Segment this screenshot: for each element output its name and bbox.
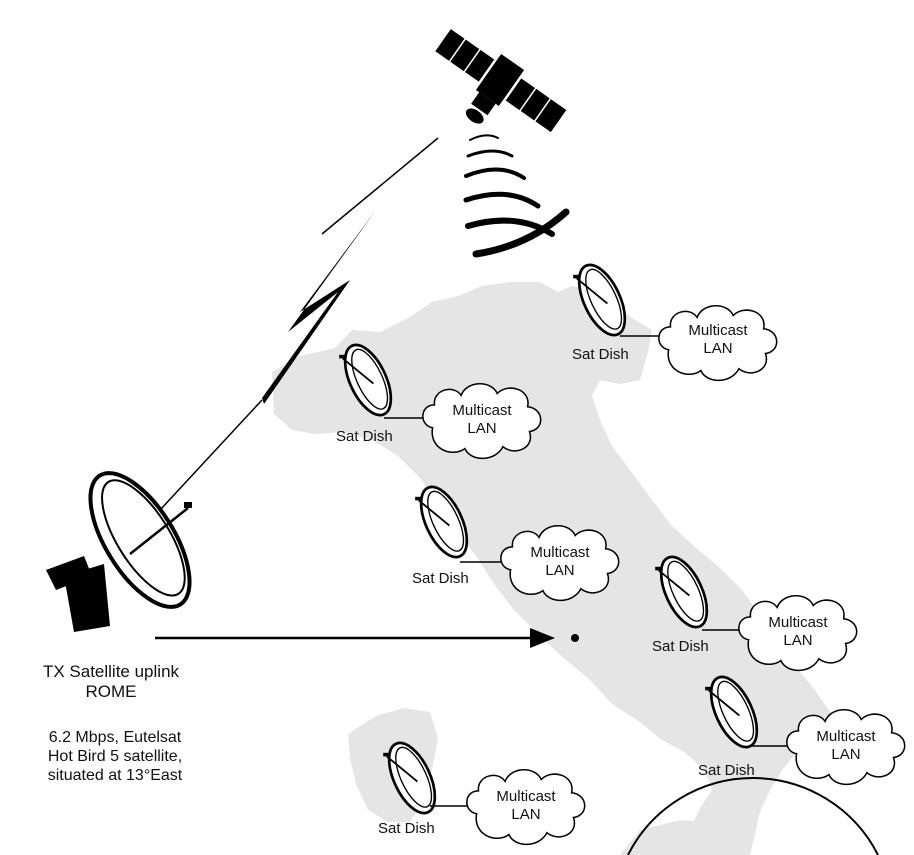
uplink-info-line2: Hot Bird 5 satellite, — [47, 748, 183, 766]
sat-dish-label: Sat Dish — [652, 638, 709, 655]
site-5 — [700, 668, 906, 786]
sicily-map — [620, 820, 750, 855]
site-4 — [650, 548, 858, 672]
site-6 — [378, 734, 586, 846]
lan-line1: Multicast — [816, 728, 876, 745]
rome-arrow — [155, 628, 579, 648]
sat-dish-label: Sat Dish — [698, 762, 755, 779]
uplink-beam — [159, 137, 439, 511]
lan-line1: Multicast — [688, 322, 748, 339]
rome-marker — [571, 634, 579, 642]
sat-dish-label: Sat Dish — [412, 570, 469, 587]
lan-line2: LAN — [511, 806, 541, 823]
lan-line2: LAN — [467, 420, 497, 437]
uplink-title: TX Satellite uplink ROME — [16, 662, 206, 703]
lan-line2: LAN — [831, 746, 861, 763]
sat-dish-label: Sat Dish — [572, 346, 629, 363]
lan-line2: LAN — [783, 632, 813, 649]
lan-line2: LAN — [545, 562, 575, 579]
uplink-title-line2: ROME — [85, 682, 137, 702]
lan-line1: Multicast — [768, 614, 828, 631]
uplink-title-line1: TX Satellite uplink — [42, 662, 180, 681]
sat-dish-label: Sat Dish — [378, 820, 435, 837]
site-1 — [568, 256, 778, 382]
circle-outline — [627, 777, 879, 855]
satellite-icon — [433, 27, 568, 134]
uplink-info: 6.2 Mbps, Eutelsat Hot Bird 5 satellite,… — [12, 728, 218, 786]
lan-line1: Multicast — [530, 544, 590, 561]
site-3 — [410, 478, 620, 602]
uplink-info-line3: situated at 13°East — [47, 767, 183, 785]
signal-waves — [463, 134, 570, 258]
lan-line2: LAN — [703, 340, 733, 357]
uplink-info-line1: 6.2 Mbps, Eutelsat — [48, 729, 182, 746]
uplink-dish-icon — [46, 471, 192, 632]
lan-line1: Multicast — [452, 402, 512, 419]
lan-line1: Multicast — [496, 788, 556, 805]
site-2 — [334, 336, 542, 460]
sat-dish-label: Sat Dish — [336, 428, 393, 445]
